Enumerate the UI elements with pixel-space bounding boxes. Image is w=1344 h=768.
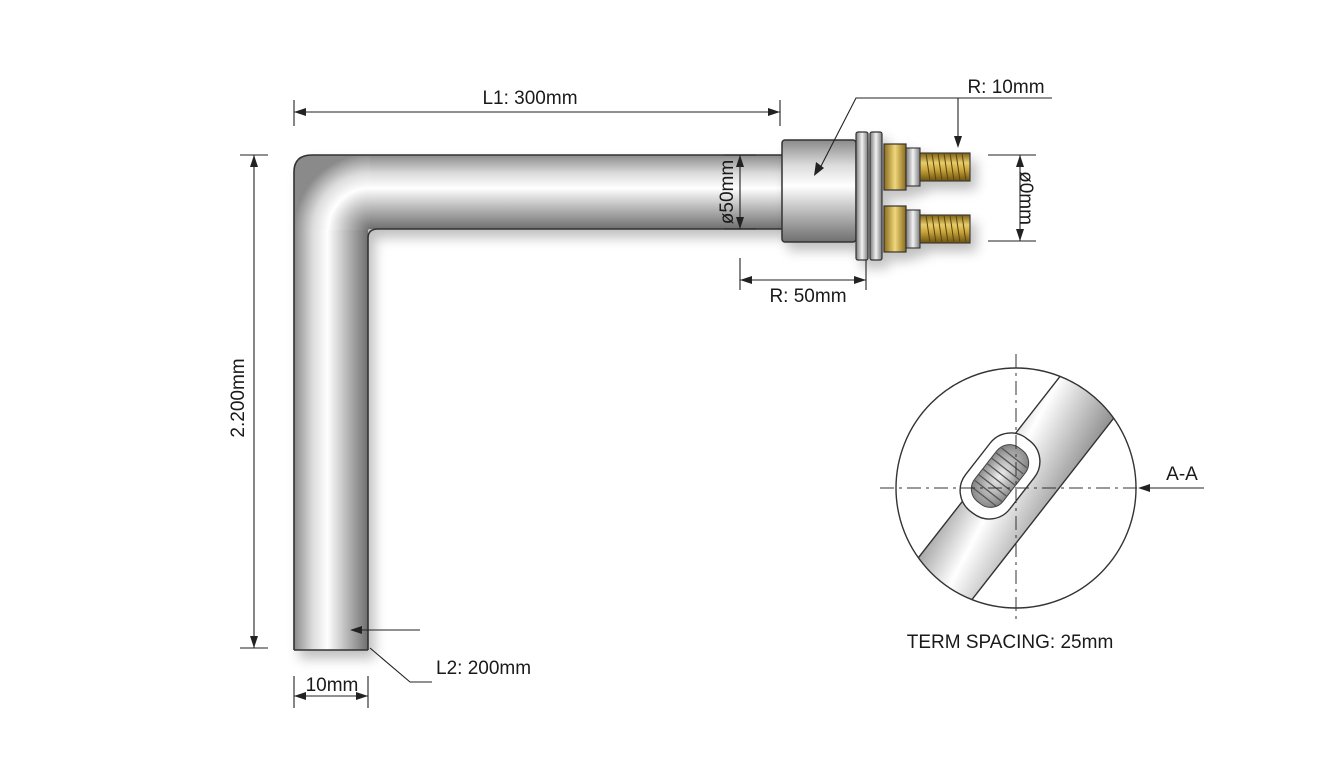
section-detail: A-A TERM SPACING: 25mm (880, 354, 1204, 653)
lower-thread-lines (925, 214, 967, 244)
tube-diameter-label: ø50mm (717, 160, 738, 224)
dimension-l1: L1: 300mm (293, 88, 781, 126)
section-label: A-A (1166, 464, 1198, 485)
r-bottom-label: R: 50mm (769, 286, 846, 307)
lower-nut (883, 205, 907, 253)
terminal-diameter-label: ø0mm (1015, 171, 1036, 225)
terminal-head (781, 131, 971, 261)
dimension-tube-diameter: ø50mm (717, 154, 756, 230)
flange-washer (855, 131, 869, 261)
tube-bend (294, 155, 370, 231)
upper-nut (883, 143, 907, 191)
lower-washer (905, 209, 921, 249)
dimension-r-top: R: 10mm (814, 77, 1052, 176)
dimension-terminal-diameter: ø0mm (988, 154, 1036, 242)
l1-label: L1: 300mm (482, 88, 577, 109)
detail-thread (970, 444, 1030, 508)
term-spacing-label: TERM SPACING: 25mm (907, 632, 1114, 653)
tube-horizontal-leg (370, 155, 784, 229)
width-label: 10mm (306, 675, 359, 696)
upper-washer (905, 147, 921, 187)
tube-vertical-leg (294, 230, 368, 650)
dimension-l2: L2: 200mm (350, 626, 531, 683)
heating-tube (293, 154, 784, 651)
upper-thread-lines (925, 152, 967, 182)
dimension-r-bottom: R: 50mm (739, 258, 867, 307)
l2-label: L2: 200mm (436, 658, 531, 679)
dimension-width: 10mm (293, 675, 369, 708)
terminal-housing (781, 139, 857, 243)
height-label: 2.200mm (228, 358, 249, 437)
flange-washer-2 (869, 131, 883, 261)
r-top-label: R: 10mm (967, 77, 1044, 98)
dimension-height: 2.200mm (228, 154, 268, 649)
